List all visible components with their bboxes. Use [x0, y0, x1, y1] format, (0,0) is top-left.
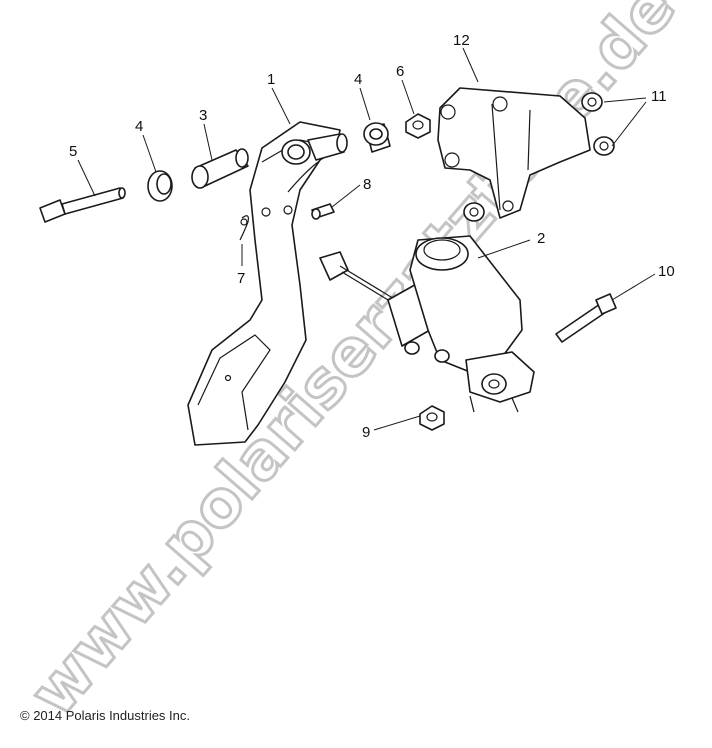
callout-9: 9 — [362, 424, 370, 441]
part-6-nut — [405, 113, 431, 139]
callout-12: 12 — [453, 32, 470, 49]
callout-11: 11 — [651, 88, 667, 105]
callout-4-left: 4 — [135, 118, 143, 135]
part-1-pedal-arm — [187, 121, 348, 446]
part-4-washer-right — [363, 122, 391, 153]
part-7-hair-pin — [239, 215, 249, 241]
callout-1: 1 — [267, 71, 275, 88]
callout-6: 6 — [396, 63, 404, 80]
copyright-notice: © 2014 Polaris Industries Inc. — [20, 708, 190, 723]
part-9-nut — [419, 405, 445, 431]
callout-4-right: 4 — [354, 71, 362, 88]
part-4-washer-left — [147, 170, 173, 202]
callout-7: 7 — [237, 270, 245, 287]
part-8-bolt — [311, 203, 335, 220]
callout-3: 3 — [199, 107, 207, 124]
part-12-bracket — [437, 87, 591, 219]
bracket-washer — [463, 202, 485, 222]
part-10-bolt — [555, 293, 617, 343]
part-2-master-cylinder — [319, 235, 535, 413]
callout-numbers: 1 2 3 4 4 5 6 7 8 9 10 11 12 — [69, 32, 675, 441]
leader-lines — [77, 47, 656, 431]
part-5-bolt — [39, 187, 126, 223]
callout-10: 10 — [658, 263, 675, 280]
callout-5: 5 — [69, 143, 77, 160]
part-3-bushing — [191, 148, 249, 189]
callout-8: 8 — [363, 176, 371, 193]
callout-2: 2 — [537, 230, 545, 247]
part-11-washers — [581, 92, 615, 156]
